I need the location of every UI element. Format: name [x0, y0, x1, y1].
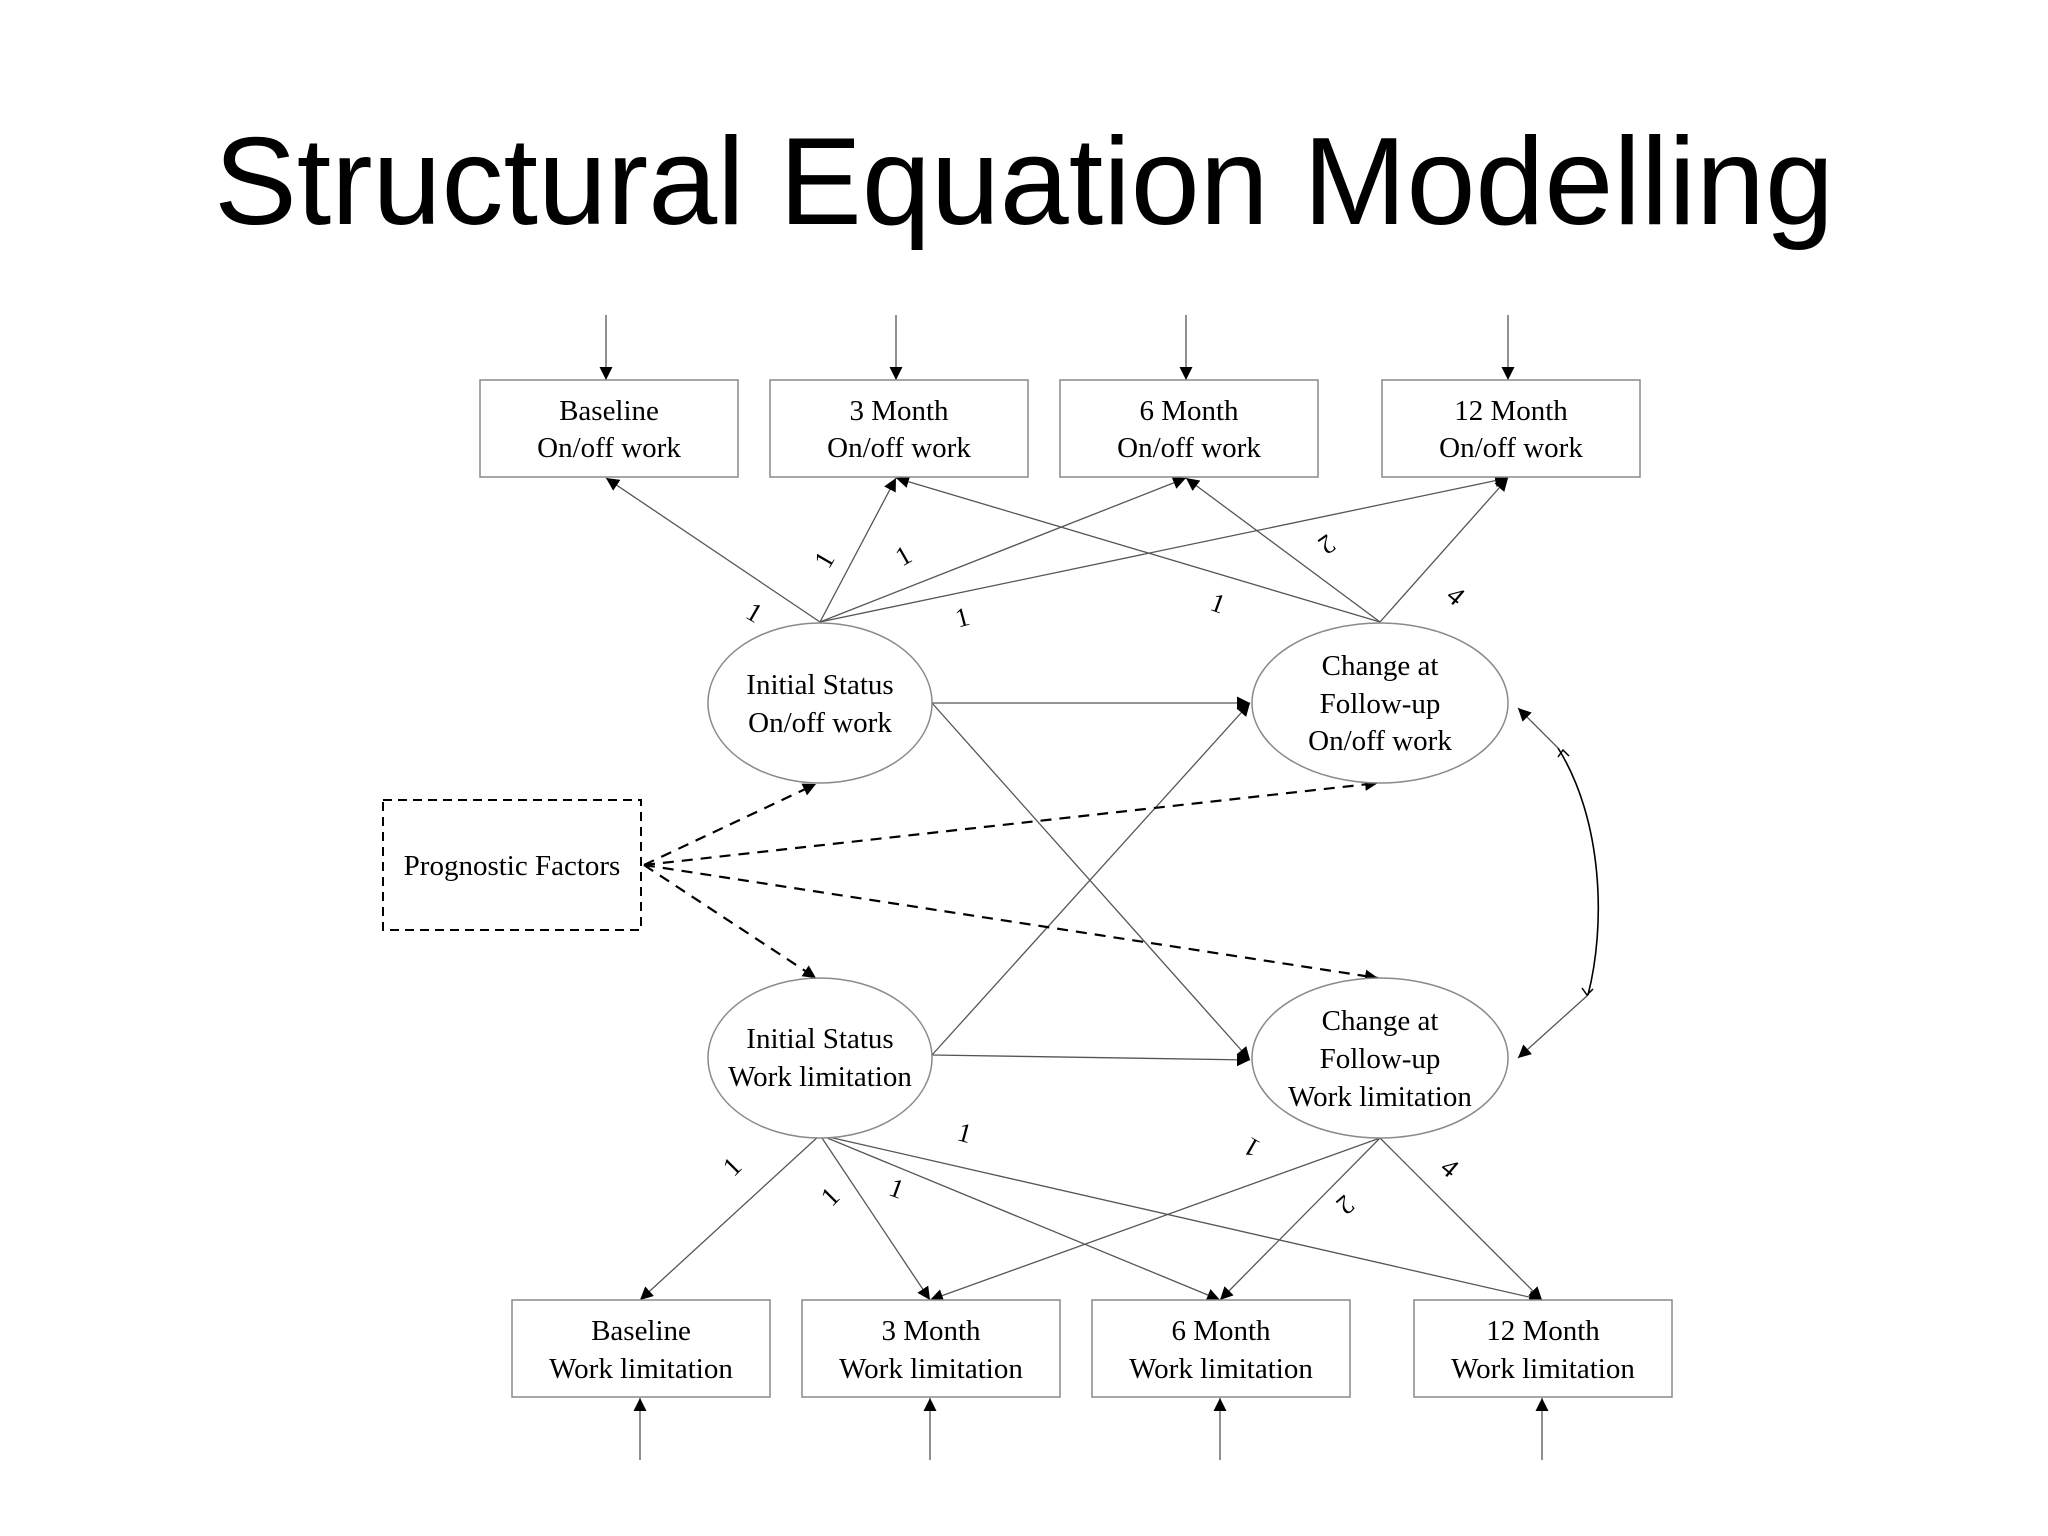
latent-initial-onoff: Initial Status On/off work — [707, 622, 933, 784]
svg-text:6 Month: 6 Month — [1139, 395, 1239, 427]
svg-text:Work limitation: Work limitation — [839, 1353, 1023, 1385]
svg-text:Follow-up: Follow-up — [1320, 1043, 1441, 1075]
prognostic-factors-box: Prognostic Factors — [382, 799, 642, 931]
observed-bottom-12month: 12 Month Work limitation — [1413, 1299, 1673, 1398]
loading-initial-onoff-baseline — [605, 477, 821, 623]
prognostic-to-initial-wl — [643, 864, 817, 979]
svg-text:Baseline: Baseline — [559, 395, 659, 427]
loading-change-wl-12month — [1379, 1137, 1543, 1301]
svg-text:Baseline: Baseline — [591, 1315, 691, 1347]
loading-initial-wl-baseline — [639, 1134, 821, 1301]
page-title: Structural Equation Modelling — [214, 113, 1834, 251]
observed-top-12month: 12 Month On/off work — [1381, 379, 1641, 478]
svg-text:12 Month: 12 Month — [1486, 1315, 1600, 1347]
svg-text:12 Month: 12 Month — [1454, 395, 1568, 427]
path-initial-wl-to-change-wl — [931, 1053, 1251, 1067]
covariance-connector-bottom — [1517, 994, 1589, 1059]
coef-bottom-change-12month: 4 — [1435, 1152, 1465, 1184]
svg-text:On/off work: On/off work — [1439, 432, 1583, 464]
coef-bottom-initial-baseline: 1 — [717, 1151, 748, 1182]
latent-initial-wl: Initial Status Work limitation — [707, 977, 933, 1139]
loading-change-wl-6month — [1219, 1137, 1381, 1301]
coef-bottom-initial-6month: 1 — [885, 1172, 908, 1205]
loading-change-onoff-6month — [1185, 477, 1381, 623]
svg-text:Prognostic Factors: Prognostic Factors — [404, 850, 621, 882]
observed-top-6month: 6 Month On/off work — [1059, 379, 1319, 478]
covariance-connector-top — [1517, 707, 1559, 749]
coef-top-initial-3month: 1 — [808, 546, 841, 573]
loading-change-wl-3month — [929, 1137, 1381, 1302]
coef-bottom-initial-3month: 1 — [815, 1181, 846, 1212]
covariance-arrowhead-bottom — [1581, 987, 1594, 997]
svg-text:On/off work: On/off work — [537, 432, 681, 464]
path-initial-onoff-to-change-wl — [931, 702, 1251, 1061]
svg-text:Initial Status: Initial Status — [746, 1023, 893, 1055]
svg-text:Work limitation: Work limitation — [1129, 1353, 1313, 1385]
loading-initial-onoff-12month — [819, 474, 1509, 623]
loading-initial-wl-3month — [819, 1134, 931, 1301]
covariance-arrowhead-top — [1557, 748, 1570, 758]
svg-text:On/off work: On/off work — [827, 432, 971, 464]
coef-top-initial-12month: 1 — [952, 601, 973, 633]
loading-initial-onoff-6month — [819, 476, 1187, 623]
svg-text:Work limitation: Work limitation — [1288, 1081, 1472, 1113]
observed-bottom-baseline: Baseline Work limitation — [511, 1299, 771, 1398]
covariance-curve — [1557, 747, 1600, 996]
svg-text:Work limitation: Work limitation — [728, 1061, 912, 1093]
coef-bottom-change-3month: 1 — [1238, 1131, 1265, 1164]
loading-initial-wl-6month — [819, 1134, 1221, 1302]
svg-text:On/off work: On/off work — [1117, 432, 1261, 464]
latent-change-wl: Change at Follow-up Work limitation — [1251, 977, 1509, 1139]
coef-bottom-change-6month: 2 — [1331, 1189, 1361, 1221]
svg-text:Initial Status: Initial Status — [746, 669, 893, 701]
observed-top-baseline: Baseline On/off work — [479, 379, 739, 478]
observed-bottom-6month: 6 Month Work limitation — [1091, 1299, 1351, 1398]
svg-text:Change at: Change at — [1322, 1005, 1439, 1037]
svg-text:On/off work: On/off work — [1308, 725, 1452, 757]
svg-text:Work limitation: Work limitation — [549, 1353, 733, 1385]
loading-change-onoff-12month — [1379, 477, 1509, 623]
prognostic-to-initial-onoff — [643, 783, 817, 866]
loading-initial-wl-12month — [819, 1134, 1543, 1304]
observed-top-3month: 3 Month On/off work — [769, 379, 1029, 478]
coef-top-change-12month: 4 — [1441, 580, 1471, 612]
coef-top-initial-baseline: 1 — [741, 596, 768, 629]
svg-text:6 Month: 6 Month — [1171, 1315, 1271, 1347]
svg-text:3 Month: 3 Month — [849, 395, 949, 427]
svg-text:Work limitation: Work limitation — [1451, 1353, 1635, 1385]
svg-text:3 Month: 3 Month — [881, 1315, 981, 1347]
loading-change-onoff-3month — [895, 475, 1381, 623]
latent-change-onoff: Change at Follow-up On/off work — [1251, 622, 1509, 784]
loading-initial-onoff-3month — [819, 477, 897, 623]
svg-text:On/off work: On/off work — [748, 707, 892, 739]
coef-top-change-6month: 2 — [1313, 529, 1341, 561]
path-initial-wl-to-change-onoff — [931, 702, 1251, 1056]
coef-top-change-3month: 1 — [1207, 587, 1230, 620]
observed-bottom-3month: 3 Month Work limitation — [801, 1299, 1061, 1398]
prognostic-to-change-wl — [643, 863, 1379, 983]
coef-bottom-initial-12month: 1 — [954, 1117, 975, 1149]
svg-text:Follow-up: Follow-up — [1320, 688, 1441, 720]
coef-top-initial-6month: 1 — [890, 539, 917, 572]
svg-text:Change at: Change at — [1322, 650, 1439, 682]
prognostic-to-change-onoff — [643, 777, 1379, 867]
